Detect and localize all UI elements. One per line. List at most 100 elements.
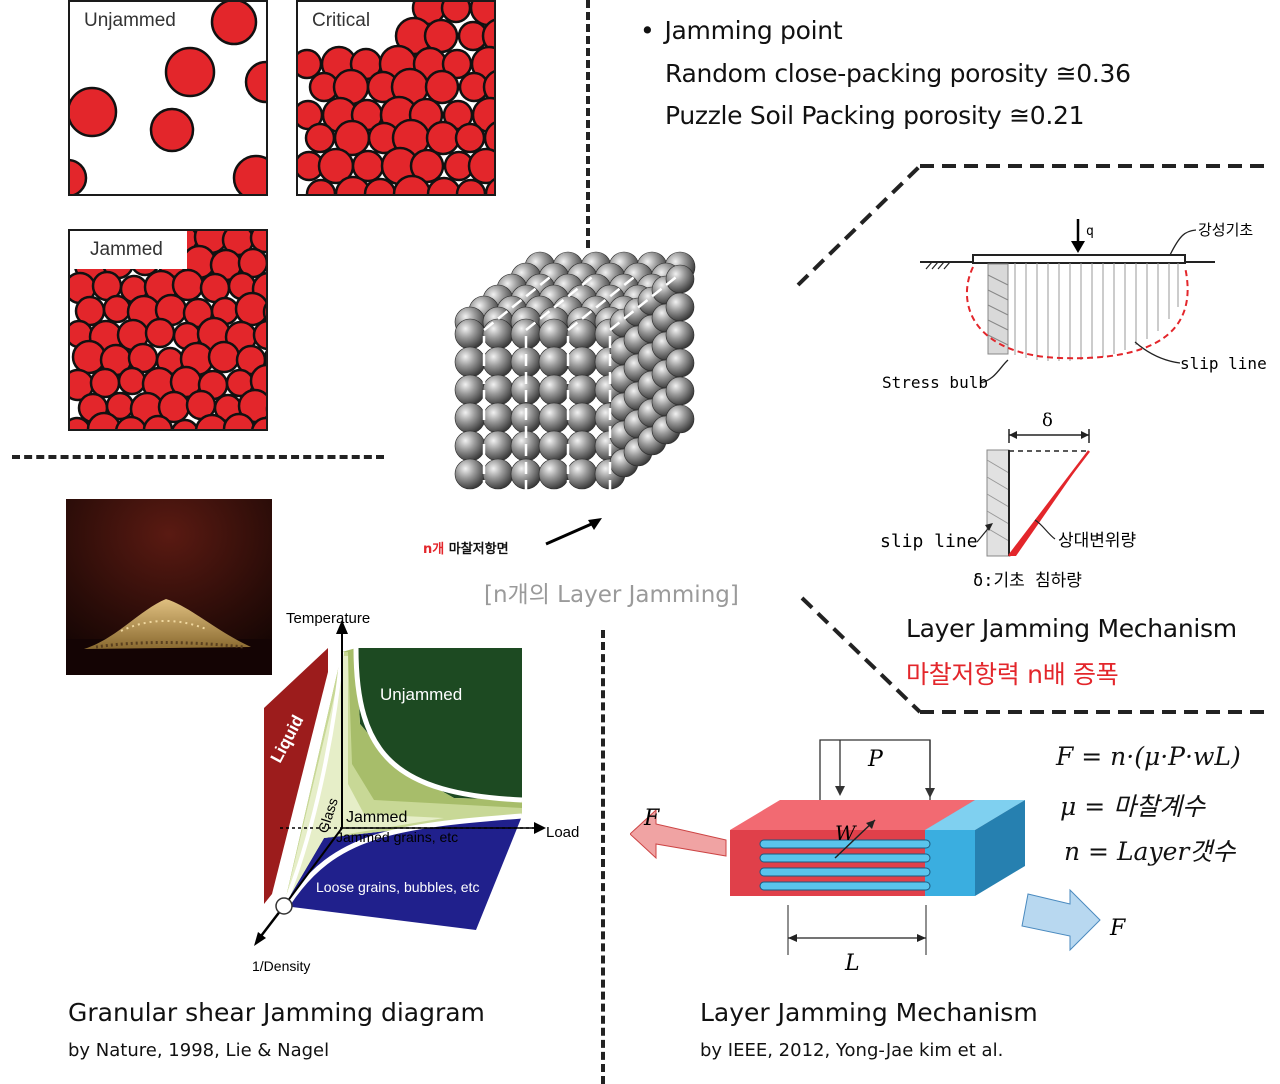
sphere [454, 318, 486, 350]
force-left-label: F [643, 806, 660, 831]
slip-line-label: slip line [1180, 354, 1267, 373]
puzzle-soil-packing-text: Puzzle Soil Packing porosity ≅0.21 [665, 101, 1085, 130]
sphere [538, 374, 570, 406]
sphere [538, 346, 570, 378]
phase-diagram: Temperature Load 1/Density Liquid Glass … [252, 610, 579, 974]
jamming-point-title: Jamming point [664, 16, 843, 45]
particle [426, 176, 462, 194]
settlement-diagram: δ slip line 상대변위량 δ:기초 침하량 [880, 410, 1137, 591]
length-l-label: L [844, 951, 860, 976]
particle [234, 291, 266, 327]
particle [305, 178, 337, 194]
unjammed-particles [70, 2, 266, 194]
critical-label: Critical [298, 2, 387, 40]
particle [467, 147, 494, 185]
sphere [454, 430, 486, 462]
particle [70, 86, 118, 138]
jammed-label: Jammed [70, 231, 187, 269]
particle [164, 46, 216, 98]
mechanism-subtitle: 마찰저항력 n배 증폭 [906, 660, 1119, 689]
particle [117, 366, 147, 396]
sphere [454, 346, 486, 378]
relative-displacement-label: 상대변위량 [1058, 531, 1137, 551]
particle [424, 69, 460, 105]
critical-panel: Critical [296, 0, 496, 196]
particle [244, 60, 266, 104]
random-close-packing-text: Random close-packing porosity ≅0.36 [665, 59, 1131, 88]
delta-label: δ [1042, 410, 1053, 431]
particle [115, 415, 147, 429]
sphere-cube [454, 251, 696, 510]
layer-caption-title: Layer Jamming Mechanism [700, 998, 1038, 1027]
layer-caption-source: by IEEE, 2012, Yong-Jae kim et al. [700, 1040, 1004, 1061]
sphere [566, 318, 598, 350]
divider-bottom-center [601, 630, 605, 1084]
granular-pile-photo [66, 499, 272, 675]
particle [194, 413, 230, 429]
particle [425, 120, 461, 156]
sphere [566, 402, 598, 434]
particle [232, 154, 266, 194]
density-axis-label: 1/Density [252, 958, 310, 974]
jammed-region-label: Jammed [346, 809, 407, 826]
settlement-note: δ:기초 침하량 [973, 571, 1082, 591]
particle [207, 340, 241, 374]
particle [482, 70, 494, 104]
equation-n: n = Layer갯수 [1064, 837, 1236, 866]
particle [455, 178, 487, 194]
sphere [665, 376, 695, 406]
sphere [538, 458, 570, 490]
sphere [566, 430, 598, 462]
jammed-panel: Jammed [68, 229, 268, 431]
particle [262, 302, 266, 322]
load-p-label: P [867, 747, 884, 772]
particle [252, 319, 266, 351]
layer-slice-line [482, 273, 555, 510]
particle [304, 122, 336, 154]
jammed-grains-label: Jammed grains, etc [336, 829, 458, 845]
particle [251, 416, 266, 429]
particle [142, 414, 174, 429]
mechanism-title: Layer Jamming Mechanism [906, 614, 1237, 643]
sphere [665, 404, 695, 434]
particle [392, 174, 432, 194]
particle [363, 177, 397, 194]
q-label: q [1086, 224, 1094, 239]
sphere [482, 430, 514, 462]
particle [144, 317, 176, 349]
divider-left-middle [12, 455, 384, 459]
loose-grains-label: Loose grains, bubbles, etc [316, 879, 479, 895]
particle [171, 418, 199, 429]
sphere [482, 346, 514, 378]
unjammed-region-label: Unjammed [380, 685, 462, 704]
particle [222, 412, 256, 429]
granular-caption-title: Granular shear Jamming diagram [68, 998, 485, 1027]
particle [70, 416, 92, 429]
stress-bulb-label: Stress bulb [882, 373, 988, 392]
divider-top-center [586, 0, 590, 248]
jamming-point-heading: • Jamming point [640, 16, 843, 45]
sphere [454, 402, 486, 434]
sphere [665, 264, 695, 294]
particle [483, 121, 494, 155]
unjammed-panel: Unjammed [68, 0, 268, 196]
layer-jamming-model: P F W L F [630, 739, 1126, 976]
cube-caption: [n개의 Layer Jamming] [484, 582, 739, 608]
particle [334, 175, 372, 194]
bullet: • [640, 16, 655, 45]
sphere [665, 320, 695, 350]
j-point-label: J [304, 908, 315, 929]
sphere [454, 374, 486, 406]
sphere [482, 318, 514, 350]
layer-slice-line [566, 273, 639, 510]
sphere [482, 402, 514, 434]
n-friction-surfaces-label: n개 마찰저항면 [423, 538, 509, 557]
particle [86, 411, 122, 429]
sphere [665, 348, 695, 378]
particle [70, 158, 88, 194]
sphere [665, 292, 695, 322]
particle [454, 122, 486, 154]
granular-caption-source: by Nature, 1998, Lie & Nagel [68, 1040, 330, 1061]
particle [440, 2, 472, 24]
particle [149, 107, 195, 153]
